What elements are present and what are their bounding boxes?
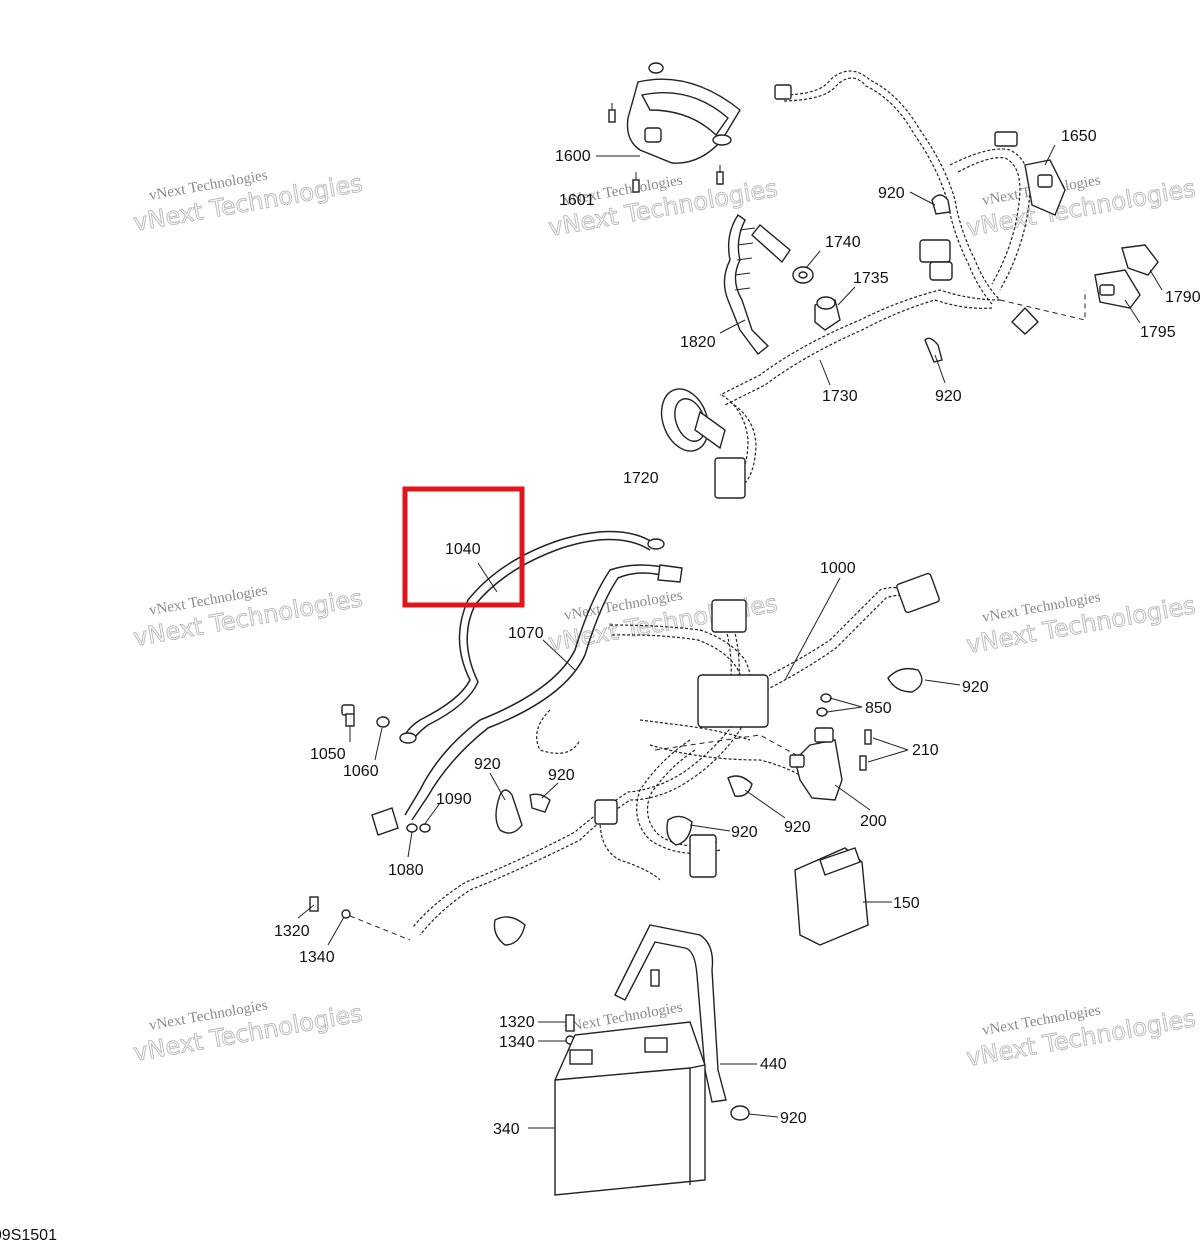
callout-1601[interactable]: 1601 xyxy=(559,192,595,209)
callout-1070[interactable]: 1070 xyxy=(508,625,544,642)
callout-1795[interactable]: 1795 xyxy=(1140,324,1176,341)
callout-1320-mid[interactable]: 1320 xyxy=(274,923,310,940)
callout-1735[interactable]: 1735 xyxy=(853,270,889,287)
callout-150[interactable]: 150 xyxy=(893,895,920,912)
leader-lines xyxy=(297,144,1163,1129)
watermark-mid-right: vNext Technologies vNext Technologies xyxy=(964,589,1198,659)
battery-strap-440[interactable] xyxy=(614,924,727,1103)
callout-1090[interactable]: 1090 xyxy=(436,791,472,808)
callout-920-mid-c[interactable]: 920 xyxy=(731,824,758,841)
cable-tie-920-mid[interactable] xyxy=(924,337,943,363)
tether-cord-1820[interactable] xyxy=(723,214,791,355)
bolt-1050[interactable] xyxy=(341,704,355,727)
cable-tie-920-f[interactable] xyxy=(493,916,526,946)
gauge-cluster-1600[interactable] xyxy=(608,62,741,193)
boot-1720[interactable] xyxy=(653,382,726,457)
callout-1050[interactable]: 1050 xyxy=(310,746,346,763)
callout-920-top[interactable]: 920 xyxy=(878,185,905,202)
battery-340[interactable] xyxy=(554,1021,706,1196)
washer-1060[interactable] xyxy=(376,716,390,728)
callout-920-mid-right[interactable]: 920 xyxy=(962,679,989,696)
callout-920-mid-b[interactable]: 920 xyxy=(548,767,575,784)
harness-1730[interactable] xyxy=(714,70,1086,499)
callout-920-mid-a[interactable]: 920 xyxy=(474,756,501,773)
callout-210[interactable]: 210 xyxy=(912,742,939,759)
switch-1735[interactable] xyxy=(814,296,841,331)
battery-cable-1040[interactable] xyxy=(399,530,665,744)
watermark-top-left: vNext Technologies vNext Technologies xyxy=(131,167,365,237)
battery-cable-1070[interactable] xyxy=(371,564,683,836)
solenoid-200[interactable] xyxy=(789,727,843,801)
callout-920-battery[interactable]: 920 xyxy=(780,1110,807,1127)
callout-1000[interactable]: 1000 xyxy=(820,560,856,577)
callout-1340-mid[interactable]: 1340 xyxy=(299,949,335,966)
nuts-850[interactable] xyxy=(816,693,832,717)
cable-tie-920-e[interactable] xyxy=(727,775,753,797)
callout-1040[interactable]: 1040 xyxy=(445,541,481,558)
sensor-1795[interactable] xyxy=(1094,269,1141,309)
callout-1650[interactable]: 1650 xyxy=(1061,128,1097,145)
cable-tie-920-d[interactable] xyxy=(666,815,693,846)
callout-200[interactable]: 200 xyxy=(860,813,887,830)
washer-1340-mid[interactable] xyxy=(341,909,351,919)
callout-340[interactable]: 340 xyxy=(493,1121,520,1138)
callout-440[interactable]: 440 xyxy=(760,1056,787,1073)
callout-1340-battery[interactable]: 1340 xyxy=(499,1034,535,1051)
cable-tie-920-a[interactable] xyxy=(887,667,923,693)
bolt-strap xyxy=(650,969,660,987)
connector-1650[interactable] xyxy=(1024,159,1066,216)
bolts-210[interactable] xyxy=(859,729,872,771)
cable-tie-920-b[interactable] xyxy=(495,789,523,834)
callout-1720[interactable]: 1720 xyxy=(623,470,659,487)
nut-1080[interactable] xyxy=(406,823,418,833)
callout-850[interactable]: 850 xyxy=(865,700,892,717)
callout-1060[interactable]: 1060 xyxy=(343,763,379,780)
callout-1740[interactable]: 1740 xyxy=(825,234,861,251)
cable-tie-920-c[interactable] xyxy=(529,793,551,813)
cable-tie-920-top[interactable] xyxy=(931,194,951,215)
clip-small xyxy=(1011,306,1039,335)
main-harness-1000[interactable] xyxy=(411,572,940,936)
callout-920-mid-d[interactable]: 920 xyxy=(784,819,811,836)
sensor-1790[interactable] xyxy=(1121,244,1159,276)
callout-1080[interactable]: 1080 xyxy=(388,862,424,879)
module-150[interactable] xyxy=(794,847,869,946)
bolt-1320-mid[interactable] xyxy=(309,896,319,912)
callout-920-right[interactable]: 920 xyxy=(935,388,962,405)
watermark-mid-left: vNext Technologies vNext Technologies xyxy=(131,582,365,652)
callout-1820[interactable]: 1820 xyxy=(680,334,716,351)
callout-1600[interactable]: 1600 xyxy=(555,148,591,165)
ground-line xyxy=(349,915,411,941)
highlight-box-1040 xyxy=(402,486,525,608)
watermark-bottom-right: vNext Technologies vNext Technologies xyxy=(964,1002,1198,1072)
callout-labels: 1600 1601 1650 920 1740 1735 1790 1795 1… xyxy=(274,128,1200,1138)
nut-1740[interactable] xyxy=(792,266,814,284)
watermark-top-right: vNext Technologies vNext Technologies xyxy=(964,172,1198,242)
bolt-1320-battery[interactable] xyxy=(565,1014,575,1032)
cable-tie-920-battery[interactable] xyxy=(730,1105,750,1121)
callout-1320-battery[interactable]: 1320 xyxy=(499,1014,535,1031)
callout-1730[interactable]: 1730 xyxy=(822,388,858,405)
watermark-bottom-left: vNext Technologies vNext Technologies xyxy=(131,997,365,1067)
washer-1090[interactable] xyxy=(419,823,431,833)
callout-1790[interactable]: 1790 xyxy=(1165,289,1200,306)
